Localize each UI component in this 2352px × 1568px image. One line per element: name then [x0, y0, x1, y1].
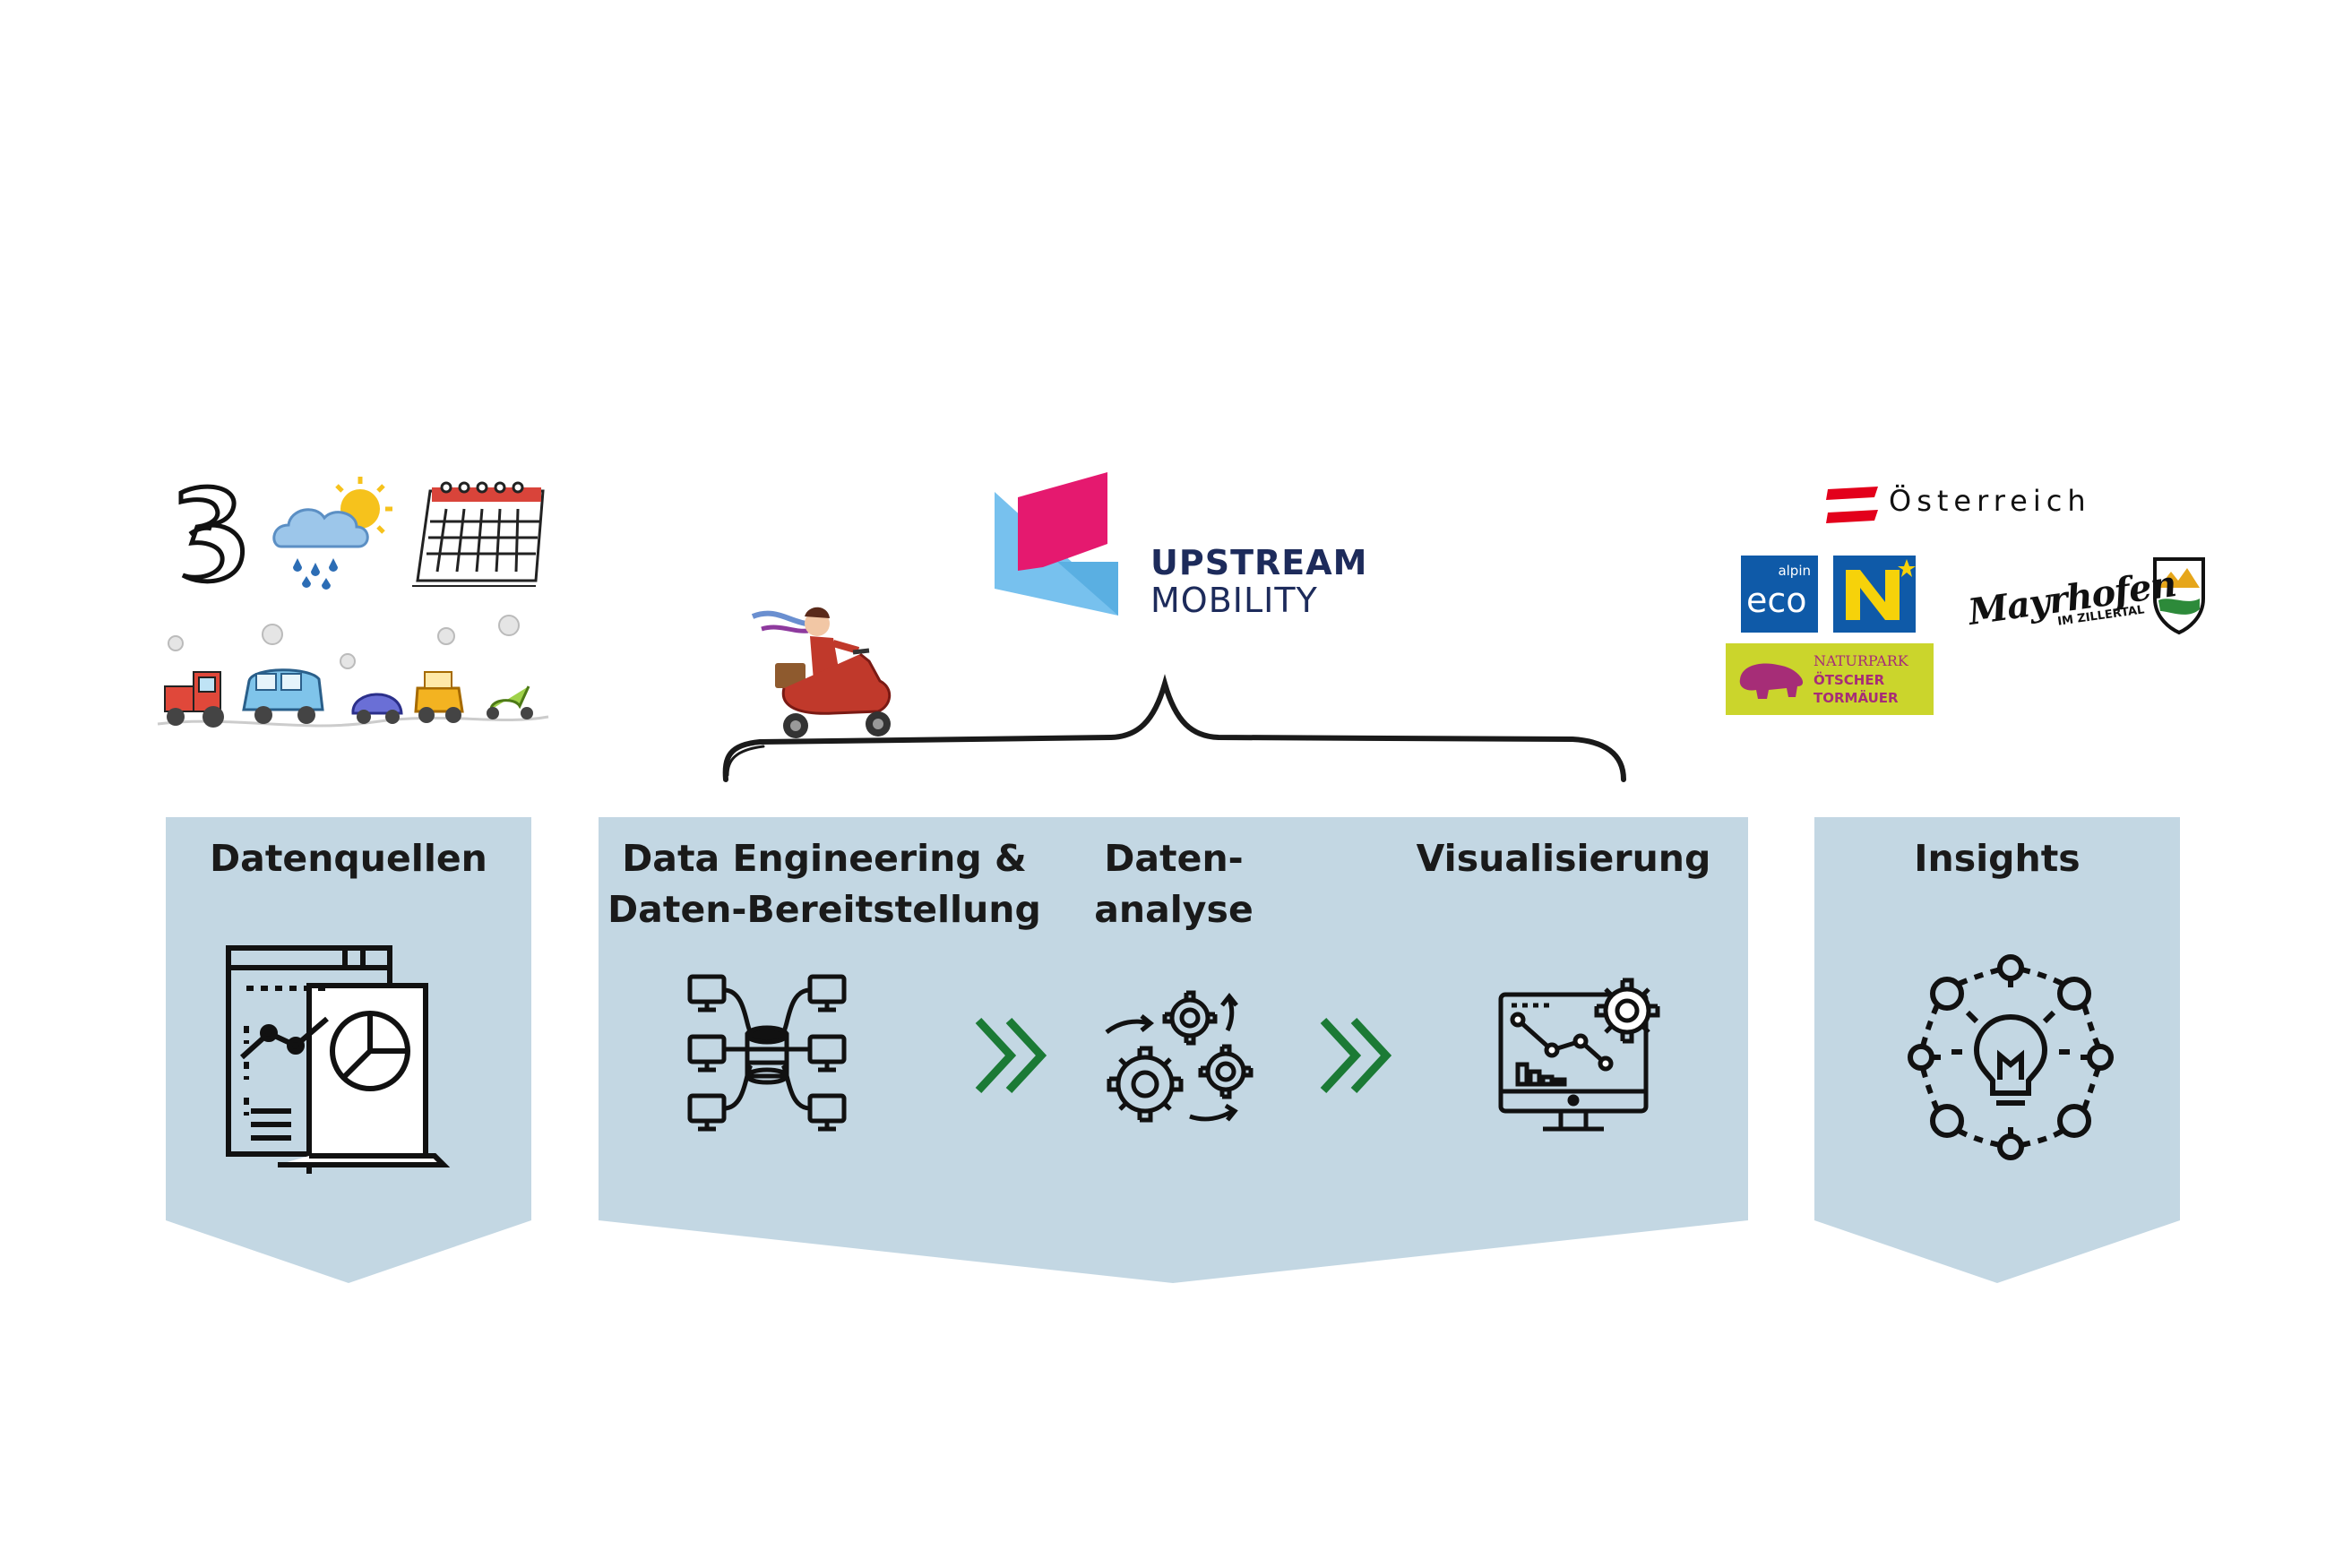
calendar-icon — [412, 481, 545, 587]
label-data-engineering-line1: Data Engineering & — [622, 837, 1027, 880]
chevron-arrow-2-icon — [1320, 1017, 1392, 1094]
label-insights: Insights — [1914, 837, 2081, 880]
label-data-engineering: Data Engineering & Daten-Bereitstellung — [591, 833, 1057, 935]
weather-icon — [272, 477, 392, 590]
upstream-logo-icon — [995, 472, 1118, 616]
naturpark-logo: NATURPARK ÖTSCHER TORMÄUER — [1726, 643, 1934, 715]
vehicles-icon — [157, 615, 549, 728]
brand-line2: MOBILITY — [1150, 581, 1318, 620]
mayrhofen-shield-icon — [2153, 557, 2205, 635]
mayrhofen-logo: Mayrhofen IM ZILLERTAL — [1966, 556, 2210, 636]
alpin-eco-big: eco — [1746, 581, 1807, 620]
alpin-eco-logo: alpin eco — [1741, 556, 1818, 633]
chevron-arrow-1-icon — [975, 1017, 1047, 1094]
panel-processing — [599, 817, 1748, 1283]
naturpark-line3: TORMÄUER — [1814, 690, 1899, 706]
label-datenquellen: Datenquellen — [210, 837, 487, 880]
austria-flag-icon — [1826, 487, 1878, 523]
alpin-eco-small: alpin — [1778, 563, 1811, 579]
lightbulb-network-icon — [1908, 954, 2114, 1160]
niederoesterreich-logo-icon — [1833, 556, 1916, 633]
scooter-rider-icon — [751, 607, 892, 738]
network-database-icon — [687, 974, 847, 1132]
three-logo-icon — [178, 484, 246, 584]
gears-cycle-icon — [1105, 990, 1254, 1123]
label-visualisierung: Visualisierung — [1416, 837, 1711, 880]
monitor-analytics-icon — [1498, 978, 1660, 1132]
label-datenanalyse-line2: analyse — [1094, 888, 1254, 931]
curly-brace — [722, 674, 1626, 782]
naturpark-line1: NATURPARK — [1814, 652, 1908, 669]
label-datenanalyse: Daten- analyse — [1039, 833, 1308, 935]
bear-icon — [1739, 663, 1804, 699]
report-chart-icon — [226, 945, 451, 1174]
label-datenanalyse-line1: Daten- — [1104, 837, 1244, 880]
label-data-engineering-line2: Daten-Bereitstellung — [607, 888, 1041, 931]
austria-label: Österreich — [1889, 484, 2091, 518]
naturpark-line2: ÖTSCHER — [1814, 672, 1885, 688]
brand-line1: UPSTREAM — [1150, 543, 1368, 582]
